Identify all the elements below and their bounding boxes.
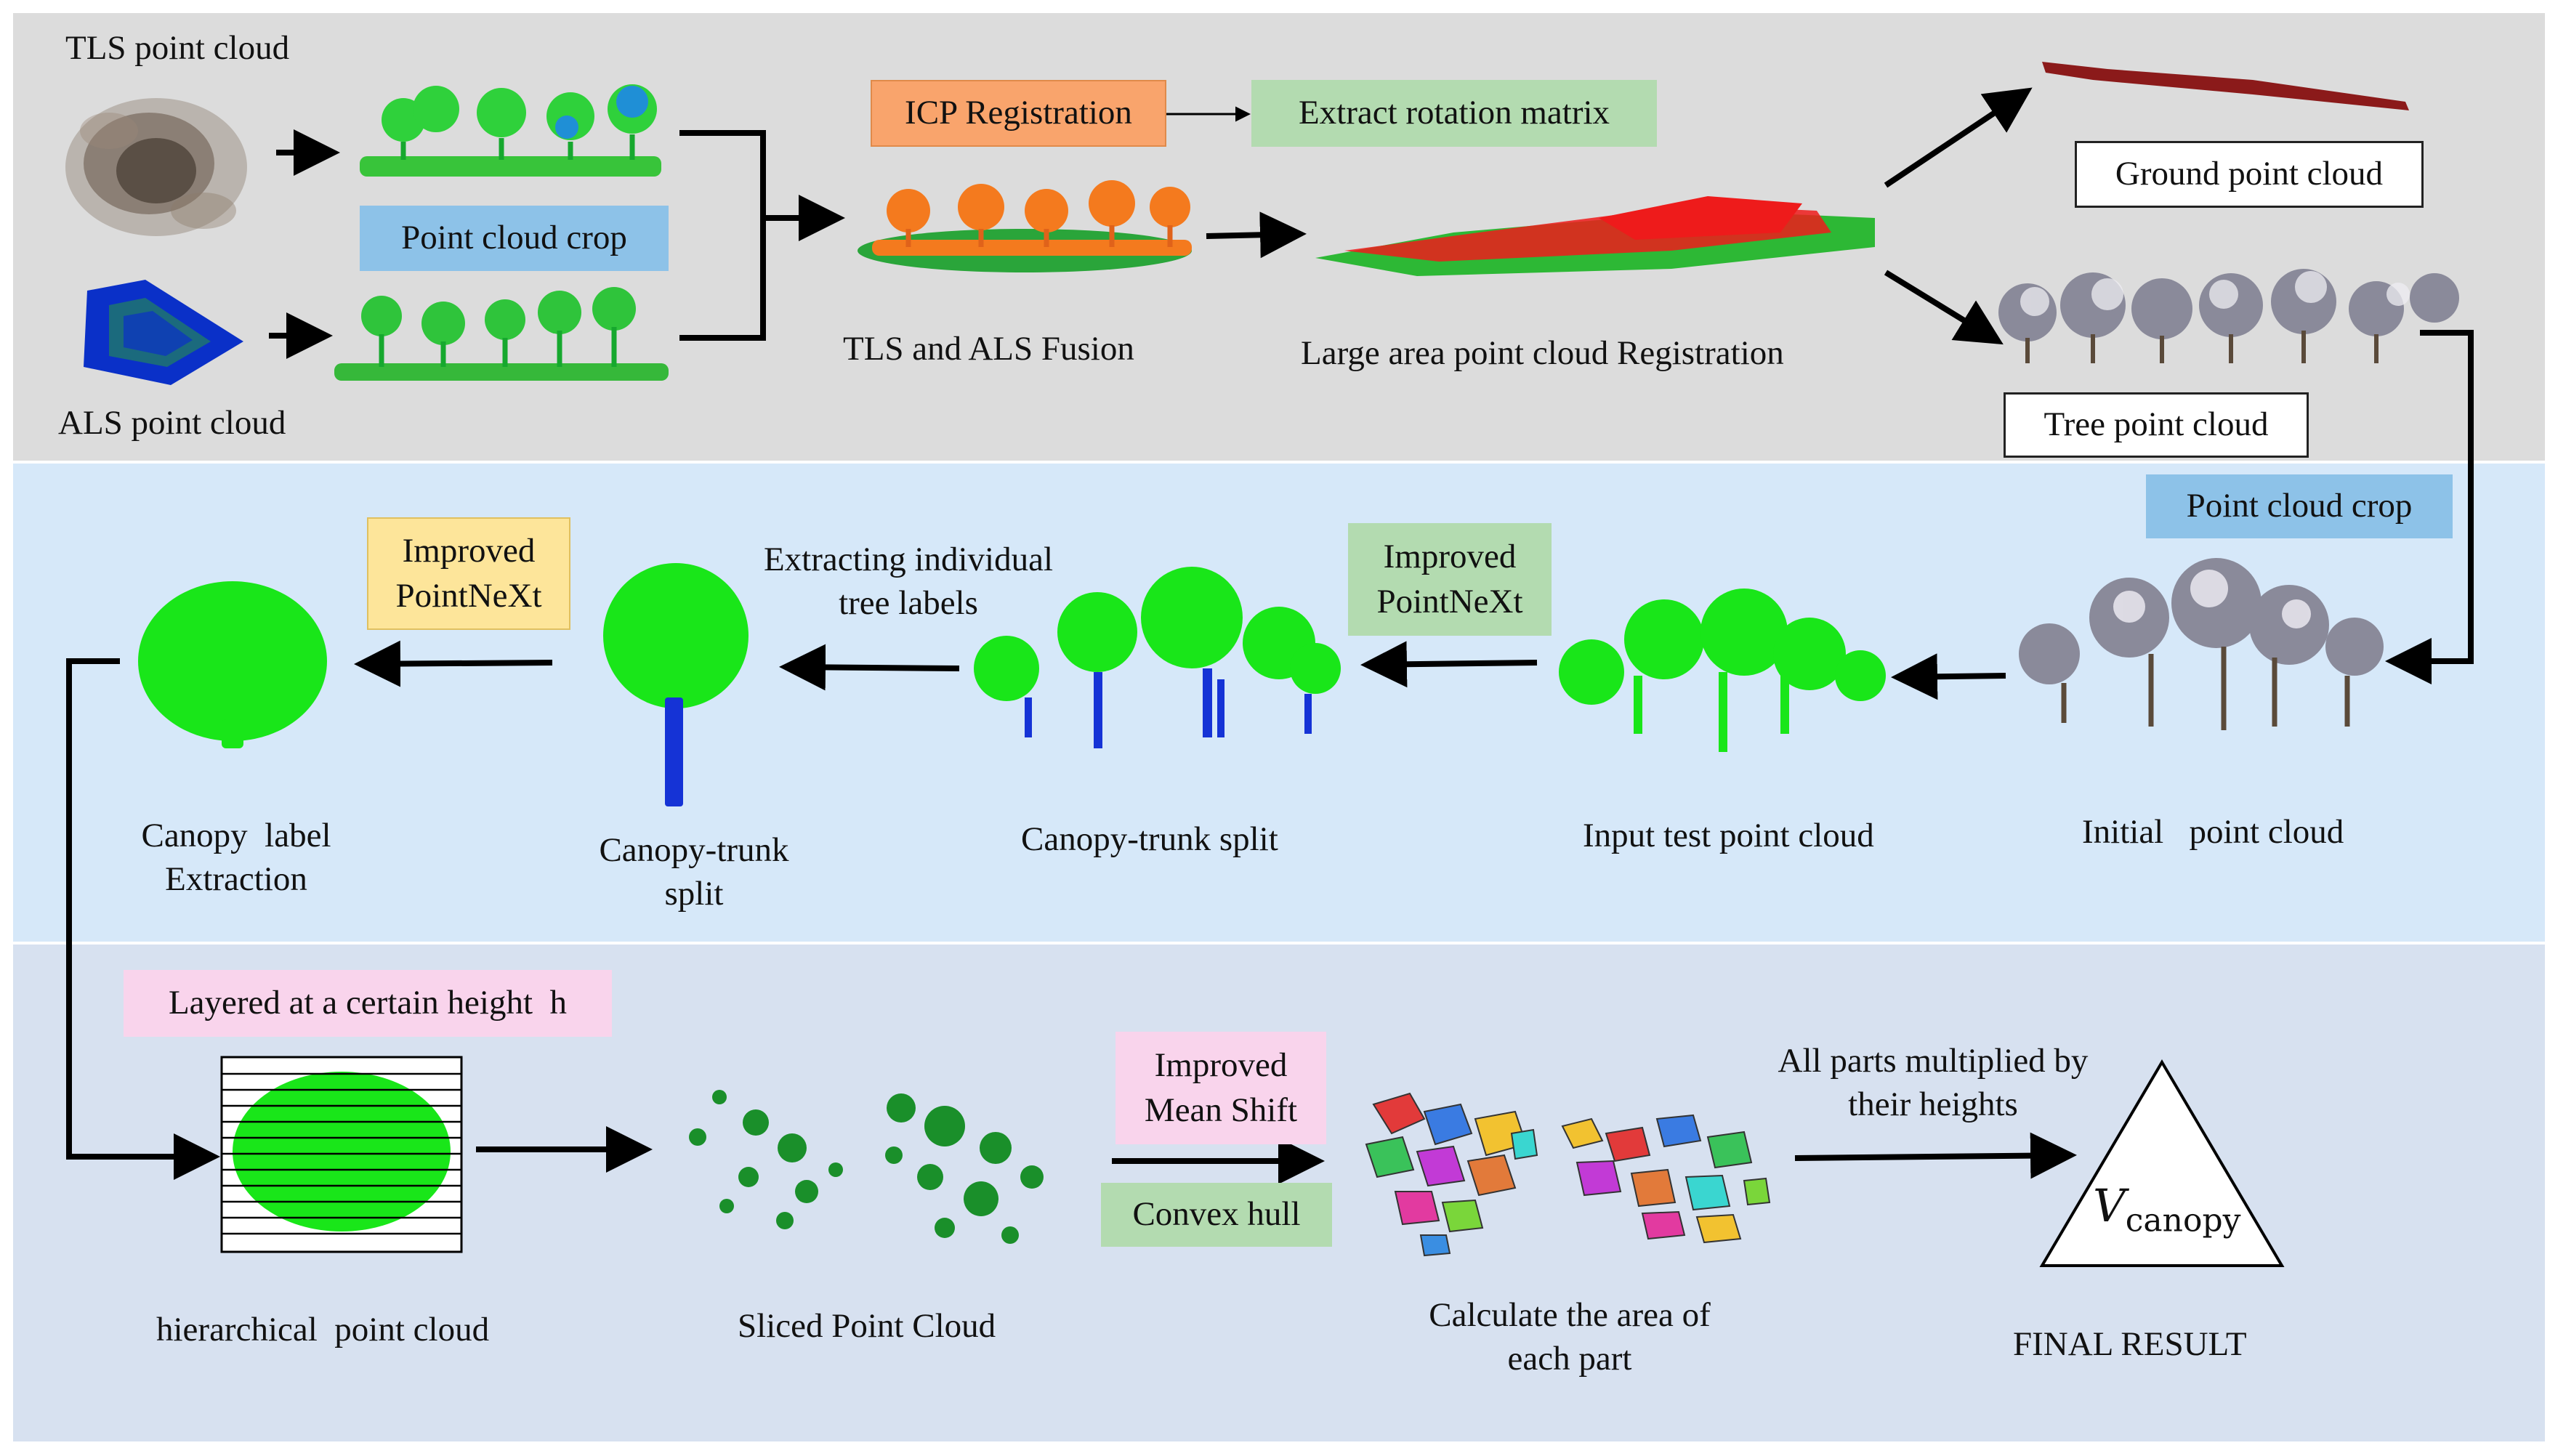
- point-cloud-crop-box-top: Point cloud crop: [360, 206, 669, 271]
- als-point-cloud-label: ALS point cloud: [58, 404, 286, 442]
- convex-hull-box: Convex hull: [1101, 1183, 1332, 1247]
- tls-cropped-trees-image: [360, 84, 661, 177]
- canopy-trunk-split-label-right: Canopy-trunk split: [1021, 820, 1278, 858]
- layered-height-box: Layered at a certain height h: [124, 970, 612, 1037]
- tls-als-fusion-label: TLS and ALS Fusion: [843, 330, 1134, 368]
- icp-registration-box: ICP Registration: [871, 80, 1166, 147]
- large-area-registration-label: Large area point cloud Registration: [1301, 334, 1784, 372]
- row3-arrows: [476, 1126, 2077, 1184]
- v-canopy-formula: Vcanopy: [2093, 1177, 2241, 1242]
- initial-point-cloud-label: Initial point cloud: [2082, 813, 2344, 851]
- hierarchical-point-cloud-image: [220, 1056, 463, 1253]
- improved-pointnext-box-left: Improved PointNeXt: [367, 517, 570, 630]
- sliced-point-cloud-image: [689, 1090, 1044, 1244]
- canopy-trunk-split-tree-image: [603, 563, 749, 806]
- initial-point-cloud-image: [2019, 558, 2384, 730]
- tree-point-cloud-box: Tree point cloud: [2004, 392, 2309, 458]
- tls-point-cloud-label: TLS point cloud: [65, 29, 290, 67]
- row2-arrows: [66, 640, 2006, 1180]
- improved-mean-shift-box: Improved Mean Shift: [1115, 1032, 1326, 1144]
- v-symbol: V: [2093, 1179, 2126, 1232]
- all-parts-multiplied-label: All parts multiplied by their heights: [1778, 1042, 2089, 1124]
- improved-pointnext-box-right: Improved PointNeXt: [1348, 523, 1552, 636]
- extracting-individual-tree-labels-label: Extracting individual tree labels: [763, 541, 1054, 623]
- point-cloud-crop-box-middle: Point cloud crop: [2146, 474, 2453, 538]
- input-test-point-cloud-image: [1559, 589, 1886, 752]
- large-area-point-cloud-image: [1315, 196, 1875, 276]
- canopy-trunk-split-forest-image: [974, 567, 1341, 748]
- als-point-cloud-image: [84, 280, 243, 385]
- extract-rotation-matrix-box: Extract rotation matrix: [1251, 80, 1657, 147]
- canopy-trunk-split-label-left: Canopy-trunk split: [599, 831, 789, 913]
- sliced-point-cloud-label: Sliced Point Cloud: [738, 1307, 996, 1345]
- input-test-point-cloud-label: Input test point cloud: [1583, 817, 1874, 854]
- canopy-subscript: canopy: [2125, 1202, 2241, 1239]
- tls-point-cloud-image: [65, 98, 247, 236]
- row1-arrows: [269, 87, 2474, 684]
- canopy-label-extraction-image: [138, 581, 327, 748]
- convex-hull-parts-image: [1365, 1092, 1771, 1257]
- als-cropped-trees-image: [334, 287, 669, 381]
- fusion-point-cloud-image: [858, 180, 1192, 272]
- final-result-label: FINAL RESULT: [2013, 1325, 2247, 1363]
- canopy-label-extraction-label: Canopy label Extraction: [141, 817, 340, 899]
- hierarchical-point-cloud-label: hierarchical point cloud: [156, 1311, 490, 1348]
- ground-point-cloud-image: [2042, 62, 2409, 110]
- final-result-triangle: [2039, 1059, 2285, 1267]
- calculate-area-label: Calculate the area of each part: [1429, 1296, 1711, 1378]
- tree-point-cloud-image: [1998, 269, 2459, 363]
- ground-point-cloud-box: Ground point cloud: [2075, 141, 2424, 208]
